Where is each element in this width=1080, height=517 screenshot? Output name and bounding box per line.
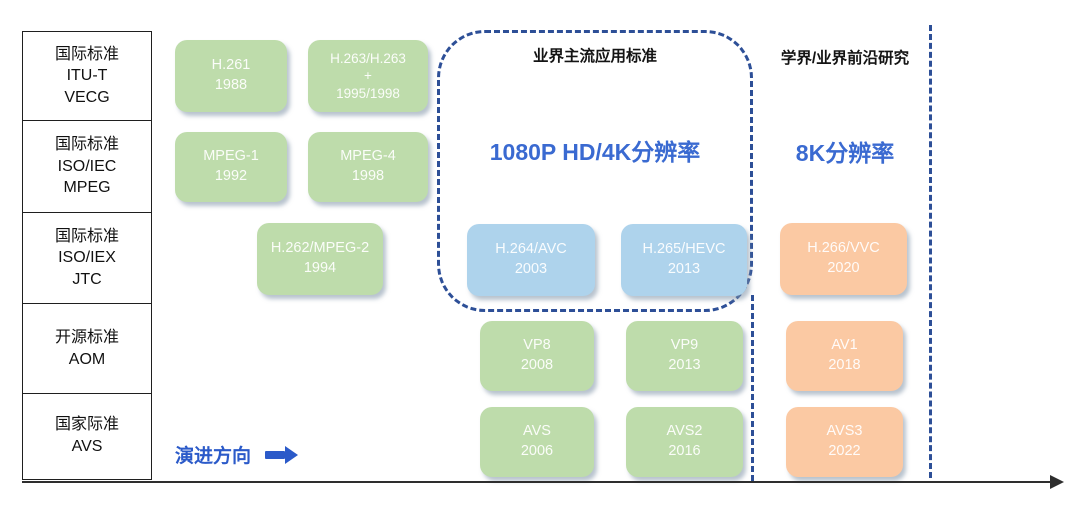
category-line: 国际标准 (54, 45, 119, 63)
codec-year: 2013 (667, 261, 701, 277)
category-line: ISO/IEX (58, 249, 116, 267)
frontier-region-title: 学界/业界前沿研究 (780, 50, 910, 67)
codec-year: 1992 (214, 168, 248, 184)
codec-name: H.263/H.263 (330, 50, 406, 66)
codec-box-h265-hevc: H.265/HEVC 2013 (621, 224, 747, 296)
codec-year: 2013 (668, 357, 701, 373)
codec-name: VP9 (670, 337, 699, 354)
codec-year: 1994 (303, 260, 337, 276)
codec-year: 1988 (214, 77, 248, 93)
codec-box-vp9: VP9 2013 (626, 321, 743, 391)
codec-year: 1995/1998 (336, 85, 400, 101)
category-line: AOM (68, 350, 106, 368)
timeline-axis-arrowhead-icon (1050, 475, 1064, 489)
category-avs: 国家际准 AVS (23, 394, 151, 478)
codec-box-h264-avc: H.264/AVC 2003 (467, 224, 595, 296)
codec-year: 2003 (514, 261, 548, 277)
codec-name: H.262/MPEG-2 (270, 240, 370, 257)
category-line: 开源标准 (54, 328, 119, 346)
mainstream-frontier-divider-line (751, 295, 754, 481)
evolution-direction-text: 演进方向 (175, 446, 252, 467)
codec-name: AVS3 (826, 423, 863, 440)
category-iso-iec-mpeg: 国际标准 ISO/IEC MPEG (23, 121, 151, 213)
codec-name: AVS (523, 423, 551, 440)
codec-box-mpeg4: MPEG-4 1998 (308, 132, 428, 202)
right-arrow-icon (265, 445, 299, 464)
frontier-resolution-label: 8K分辨率 (795, 140, 895, 166)
codec-plus: + (364, 68, 372, 84)
standards-category-table: 国际标准 ITU-T VECG 国际标准 ISO/IEC MPEG 国际标准 I… (22, 31, 152, 480)
codec-name: MPEG-4 (340, 148, 396, 165)
evolution-direction-label: 演进方向 (175, 441, 299, 468)
codec-name: AV1 (831, 337, 858, 354)
codec-box-h266-vvc: H.266/VVC 2020 (780, 223, 907, 295)
codec-name: H.264/AVC (495, 241, 567, 258)
codec-name: AVS2 (666, 423, 703, 440)
category-line: ITU-T (66, 67, 108, 85)
codec-name: H.261 (211, 57, 251, 74)
codec-box-avs2: AVS2 2016 (626, 407, 743, 477)
codec-box-av1: AV1 2018 (786, 321, 903, 391)
codec-box-h261: H.261 1988 (175, 40, 287, 112)
category-line: 国家际准 (54, 416, 119, 434)
codec-box-h262-mpeg2: H.262/MPEG-2 1994 (257, 223, 383, 295)
codec-year: 2018 (828, 357, 861, 373)
category-iso-iex-jtc: 国际标准 ISO/IEX JTC (23, 213, 151, 304)
codec-name: VP8 (523, 337, 551, 354)
category-itu-t-vecg: 国际标准 ITU-T VECG (23, 32, 151, 121)
codec-year: 1998 (351, 168, 385, 184)
mainstream-standards-region (437, 30, 753, 312)
codec-box-h263: H.263/H.263 + 1995/1998 (308, 40, 428, 112)
codec-name: H.265/HEVC (642, 241, 726, 258)
codec-year: 2020 (827, 260, 860, 276)
category-line: 国际标准 (54, 227, 119, 245)
category-line: MPEG (63, 179, 111, 197)
codec-box-vp8: VP8 2008 (480, 321, 594, 391)
mainstream-region-title: 业界主流应用标准 (532, 48, 657, 65)
codec-year: 2016 (668, 443, 701, 459)
codec-box-mpeg1: MPEG-1 1992 (175, 132, 287, 202)
category-line: VECG (64, 88, 110, 106)
category-line: AVS (71, 438, 103, 455)
codec-year: 2006 (520, 443, 554, 459)
codec-box-avs3: AVS3 2022 (786, 407, 903, 477)
category-aom: 开源标准 AOM (23, 304, 151, 394)
codec-name: H.266/VVC (807, 240, 880, 257)
frontier-right-boundary-line (929, 25, 932, 478)
category-line: 国际标准 (54, 136, 119, 154)
category-line: JTC (72, 270, 102, 288)
timeline-axis (22, 481, 1052, 483)
category-line: ISO/IEC (57, 157, 117, 175)
mainstream-resolution-label: 1080P HD/4K分辨率 (489, 139, 701, 165)
codec-name: MPEG-1 (203, 148, 259, 165)
codec-box-avs: AVS 2006 (480, 407, 594, 477)
codec-year: 2008 (520, 357, 554, 373)
codec-year: 2022 (828, 443, 861, 459)
